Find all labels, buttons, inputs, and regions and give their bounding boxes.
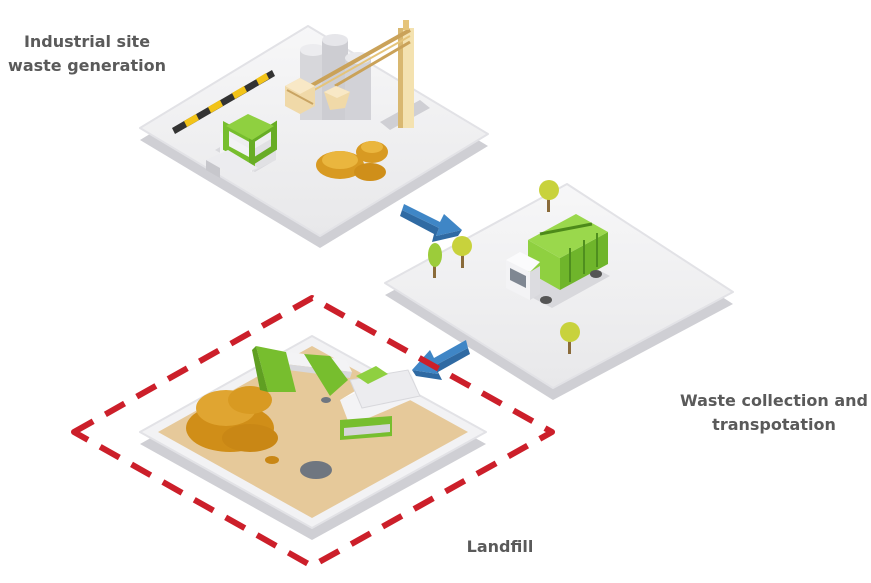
collection-label-line2: transpotation: [712, 415, 836, 434]
stage-label-landfill: Landfill: [450, 535, 550, 559]
flow-arrow-to-landfill: [412, 340, 470, 380]
flow-arrow-to-collection: [400, 204, 462, 242]
landfill-dirt-piles: [186, 386, 278, 452]
dirt-piles: [316, 141, 388, 181]
tower-crane: [299, 20, 430, 130]
tree-2: [452, 236, 472, 268]
collection-label-line1: Waste collection and: [680, 391, 868, 410]
landfill-label-line1: Landfill: [466, 537, 534, 556]
stage-label-industrial: Industrial site waste generation: [2, 30, 172, 78]
stage-label-collection: Waste collection and transpotation: [674, 389, 871, 437]
industrial-label-line2: waste generation: [8, 56, 166, 75]
tree-4: [560, 322, 580, 354]
barrier-gate: [172, 70, 275, 134]
garbage-truck: [506, 214, 610, 308]
green-loader-vehicle: [206, 114, 277, 178]
industrial-platform: [139, 25, 489, 248]
excavator: [252, 346, 421, 440]
tree-1: [428, 243, 442, 278]
tree-3: [539, 180, 559, 212]
landfill-rocks: [265, 397, 332, 479]
wooden-crates: [285, 78, 350, 114]
landfill-dashed-border: [71, 295, 555, 569]
industrial-label-line1: Industrial site: [23, 32, 151, 51]
